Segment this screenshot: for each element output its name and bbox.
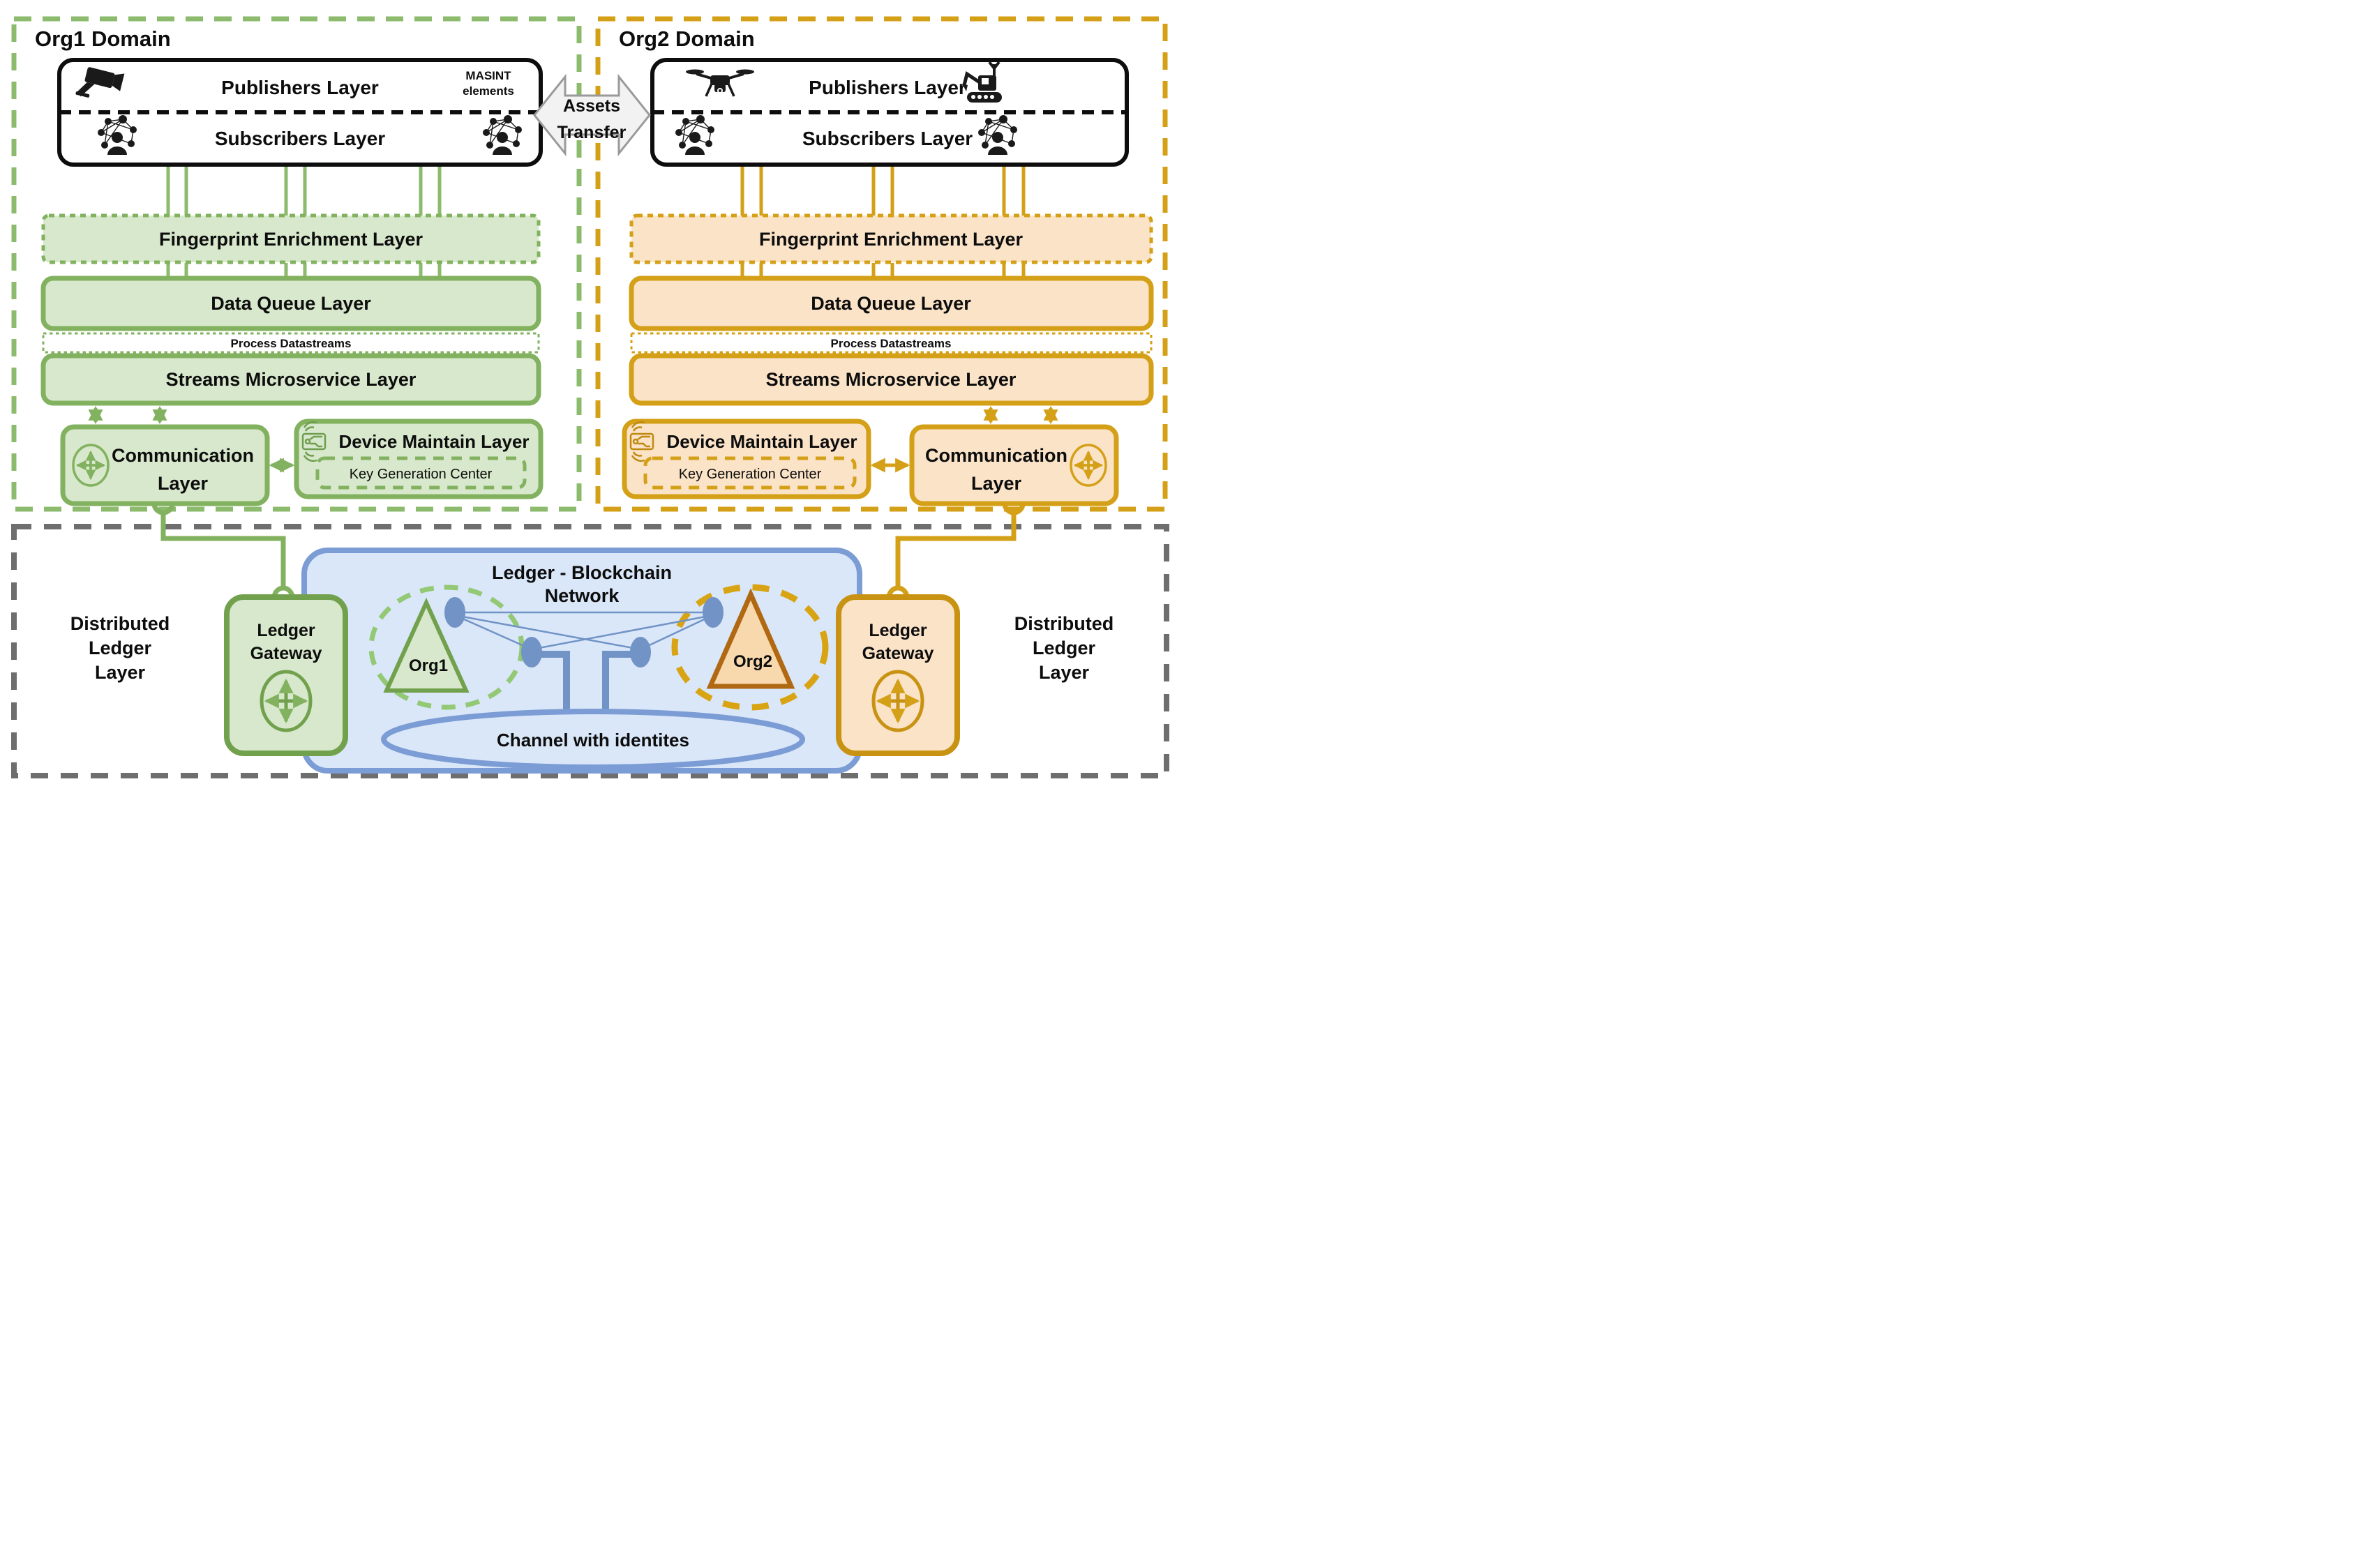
subscriber-network-icon	[483, 115, 522, 155]
org1-data-queue-layer: Data Queue Layer	[40, 276, 541, 331]
dll-right-3: Layer	[1039, 662, 1090, 683]
org1-kgc-label: Key Generation Center	[350, 467, 493, 482]
org2-triangle-label: Org2	[733, 652, 772, 671]
org2-domain-title: Org2 Domain	[619, 27, 755, 51]
architecture-diagram: Org1 Domain Org2 Domain Publishers Layer…	[11, 16, 1169, 778]
dll-left-2: Ledger	[89, 638, 152, 658]
org1-masint-label-2: elements	[463, 84, 514, 98]
org2-publishers-label: Publishers Layer	[809, 77, 966, 98]
org2-data-queue-layer: Data Queue Layer	[629, 276, 1154, 331]
org2-subscribers-label: Subscribers Layer	[802, 128, 973, 149]
org1-communication-label-1: Communication	[112, 445, 254, 466]
org1-streams-label: Streams Microservice Layer	[166, 369, 417, 390]
org2-streams-layer: Streams Microservice Layer	[629, 353, 1154, 406]
org1-fingerprint-layer: Fingerprint Enrichment Layer	[41, 213, 541, 264]
channel-ellipse	[381, 709, 805, 770]
org1-triangle-label: Org1	[409, 656, 448, 675]
diagram-canvas: Org1 Domain Org2 Domain Publishers Layer…	[0, 0, 1177, 784]
org1-kgc-box	[315, 456, 527, 490]
org2-communication-label-2: Layer	[971, 473, 1022, 494]
org1-ledger-connector	[151, 503, 295, 598]
org1-subscribers-label: Subscribers Layer	[215, 128, 385, 149]
channel-label: Channel with identites	[497, 730, 689, 751]
org1-streams-layer: Streams Microservice Layer	[40, 353, 541, 406]
org1-masint-label: MASINT	[465, 69, 511, 82]
dll-left-3: Layer	[95, 662, 146, 683]
assets-transfer-label-1: Assets	[563, 96, 620, 116]
org1-domain-border	[11, 16, 582, 512]
org1-device-maintain-layer: Device Maintain Layer Key Generation Cen…	[294, 419, 543, 499]
org2-process-datastreams: Process Datastreams	[630, 332, 1153, 354]
org2-ledger-connector	[886, 503, 1026, 598]
org2-kgc-box	[643, 456, 857, 490]
org1-data-flow-lines	[166, 114, 442, 278]
ledger-network-title-1: Ledger - Blockchain	[492, 562, 672, 583]
channel-connectors	[537, 651, 635, 714]
distributed-ledger-label-left: Distributed Ledger Layer	[70, 613, 170, 683]
assets-transfer-label-2: Transfer	[557, 123, 627, 142]
device-maintain-icon	[301, 421, 327, 462]
dll-right-1: Distributed	[1014, 613, 1114, 634]
ledger-network-title-2: Network	[545, 585, 620, 606]
org1-device-maintain-label: Device Maintain Layer	[338, 431, 529, 452]
dll-left-1: Distributed	[70, 613, 170, 634]
org2-streams-label: Streams Microservice Layer	[766, 369, 1017, 390]
org1-publishers-label: Publishers Layer	[221, 77, 379, 98]
subscriber-network-icon	[675, 115, 714, 155]
org1-domain-title: Org1 Domain	[35, 27, 171, 51]
org2-process-label: Process Datastreams	[831, 337, 952, 350]
org2-device-maintain-label: Device Maintain Layer	[666, 431, 857, 452]
gateway-left-label-1: Ledger	[257, 621, 315, 640]
org2-device-maintain-layer: Device Maintain Layer Key Generation Cen…	[622, 419, 871, 499]
org2-data-queue-label: Data Queue Layer	[811, 293, 971, 314]
peer-network-edges	[454, 611, 714, 651]
excavator-icon	[962, 61, 1002, 103]
cctv-camera-icon	[75, 67, 125, 98]
org1-data-queue-label: Data Queue Layer	[211, 293, 371, 314]
org2-fingerprint-label: Fingerprint Enrichment Layer	[759, 229, 1024, 250]
org1-communication-layer: Communication Layer	[60, 424, 270, 506]
device-maintain-icon	[629, 421, 654, 462]
distributed-ledger-label-right: Distributed Ledger Layer	[1014, 613, 1114, 683]
communication-icon	[72, 444, 110, 487]
org1-pubsub-box: Publishers Layer Subscribers Layer MASIN…	[57, 58, 543, 167]
org1-process-datastreams: Process Datastreams	[42, 332, 540, 354]
org2-membership-circle	[671, 584, 829, 711]
drone-icon	[686, 69, 754, 97]
org1-process-label: Process Datastreams	[231, 337, 352, 350]
subscriber-network-icon	[98, 115, 137, 155]
assets-transfer-arrow: Assets Transfer	[533, 73, 651, 157]
subscriber-network-icon	[978, 115, 1017, 155]
gateway-icon	[260, 670, 313, 732]
org1-communication-label-2: Layer	[158, 473, 209, 494]
org2-kgc-label: Key Generation Center	[679, 467, 822, 482]
org2-domain-border	[595, 16, 1168, 512]
gateway-right-label-1: Ledger	[869, 621, 927, 640]
communication-icon	[1070, 444, 1107, 487]
ledger-gateway-left: Ledger Gateway	[224, 594, 348, 756]
org1-streams-comm-arrows	[88, 405, 167, 425]
distributed-ledger-border	[11, 524, 1169, 778]
gateway-right-label-2: Gateway	[862, 644, 934, 663]
org1-fingerprint-label: Fingerprint Enrichment Layer	[159, 229, 423, 250]
peer-nodes	[444, 597, 724, 668]
org2-fingerprint-layer: Fingerprint Enrichment Layer	[629, 213, 1153, 264]
gateway-icon	[871, 670, 924, 732]
ledger-gateway-right: Ledger Gateway	[836, 594, 960, 756]
org1-triangle: Org1	[383, 597, 470, 693]
gateway-left-label-2: Gateway	[250, 644, 322, 663]
org2-communication-layer: Communication Layer	[909, 424, 1119, 506]
org2-streams-comm-arrows	[983, 405, 1058, 425]
dll-right-2: Ledger	[1033, 638, 1096, 658]
org2-triangle: Org2	[706, 588, 795, 689]
org2-communication-label-1: Communication	[925, 445, 1067, 466]
ledger-blockchain-network: Ledger - Blockchain Network Org	[301, 548, 862, 774]
org2-pubsub-box: Publishers Layer Subscribers Layer	[650, 58, 1129, 167]
